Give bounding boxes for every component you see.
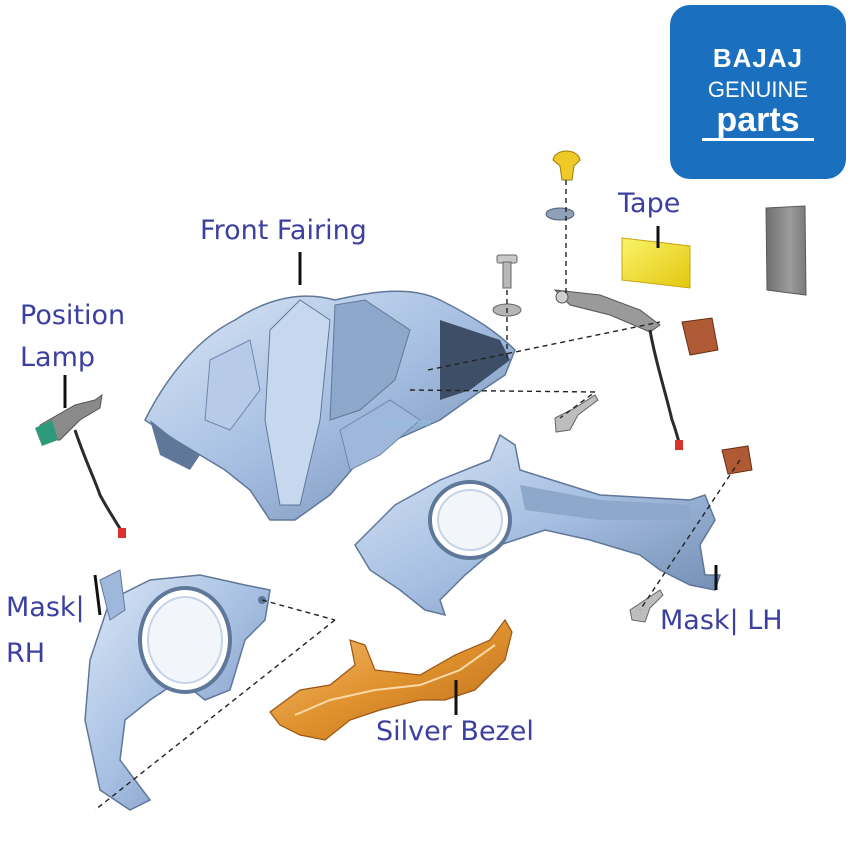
rubber-pad-part [765,205,807,296]
mask-rh-part [84,569,271,811]
mask-lh-part [354,433,722,617]
logo-underline [702,138,814,141]
watermark: 99rpm.com [381,418,432,429]
bajaj-genuine-parts-logo: BAJAJ GENUINE parts [670,5,846,179]
front-fairing-part [144,290,516,521]
fasteners [492,150,664,623]
label-tape: Tape [618,188,681,219]
position-lamp-part [35,393,126,538]
logo-genuine: GENUINE [707,77,809,102]
label-position-lamp-line2: Lamp [20,342,96,373]
assembly-lines [94,180,741,811]
leader-lines [63,226,718,715]
label-mask-rh-line2: RH [6,638,46,669]
logo-brand: BAJAJ [712,43,804,73]
logo-parts: parts [716,101,800,139]
bracket-part [553,289,753,475]
label-position-lamp-line1: Position [20,300,126,331]
tape-part [621,237,691,289]
silver-bezel-part [269,618,513,741]
label-mask-rh-line1: Mask| [6,592,85,623]
label-silver-bezel: Silver Bezel [376,716,534,747]
label-mask-lh: Mask| LH [660,605,783,636]
label-front-fairing: Front Fairing [200,215,367,246]
